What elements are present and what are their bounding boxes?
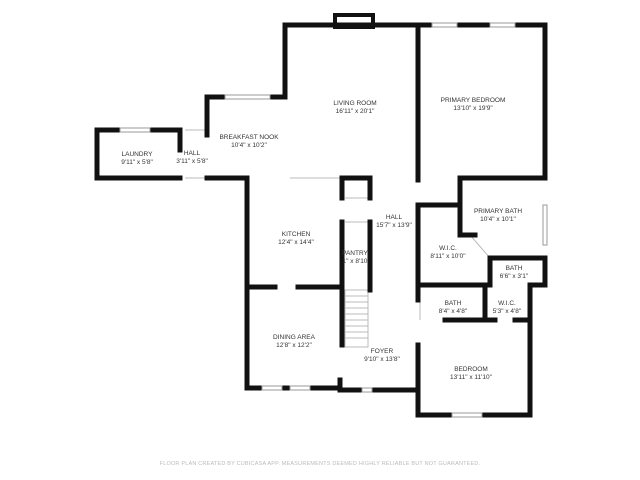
room-wic-primary: W.I.C.8'11" x 10'0": [430, 245, 466, 260]
walls: [94, 13, 548, 418]
interior-lines: [185, 129, 491, 320]
windows: [119, 22, 548, 418]
room-wic: W.I.C.5'3" x 4'8": [492, 300, 522, 315]
stairs: [344, 289, 369, 348]
footer-disclaimer: FLOOR PLAN CREATED BY CUBICASA APP. MEAS…: [159, 461, 481, 467]
